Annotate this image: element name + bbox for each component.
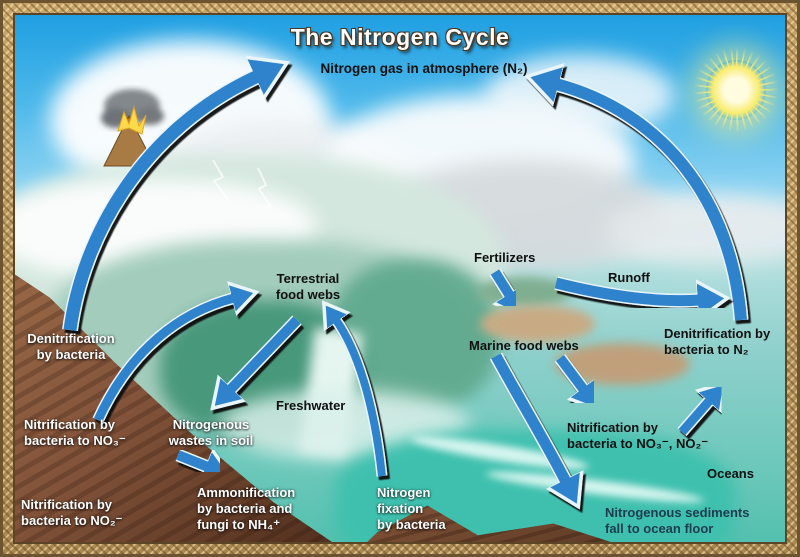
label-marine-food-webs: Marine food webs xyxy=(469,338,579,353)
label-nitrification-nitrite: Nitrification by bacteria to NO₂⁻ xyxy=(21,497,123,528)
label-denitrification-ocean: Denitrification by bacteria to N₂ xyxy=(664,326,771,357)
label-freshwater: Freshwater xyxy=(276,398,346,413)
label-atmosphere: Nitrogen gas in atmosphere (N₂) xyxy=(320,61,528,76)
label-sediments: Nitrogenous sediments fall to ocean floo… xyxy=(605,505,750,536)
label-nitrification-nitrate: Nitrification by bacteria to NO₃⁻ xyxy=(24,417,126,448)
arrow-runoff-to-ocean xyxy=(554,276,731,322)
label-oceans: Oceans xyxy=(707,466,754,481)
arrow-marine-food-webs-to-nitrification xyxy=(554,354,602,413)
arrow-terrestrial-food-webs-to-wastes xyxy=(210,315,302,411)
label-nitrogen-fixation: Nitrogen fixation by bacteria xyxy=(377,485,446,532)
arrow-fertilizers-to-marine-food-webs xyxy=(489,268,526,321)
arrow-denitrification-ocean-to-atmosphere xyxy=(524,63,749,321)
arrow-denitrification-land-to-atmosphere xyxy=(62,55,290,332)
cloud xyxy=(605,195,785,265)
diagram-title: The Nitrogen Cycle xyxy=(290,24,510,50)
arrow-nitrate-to-terrestrial-food-webs xyxy=(92,281,260,423)
arrow-wastes-to-ammonification xyxy=(175,447,235,485)
label-fertilizers: Fertilizers xyxy=(474,250,536,265)
label-ammonification: Ammonification by bacteria and fungi to … xyxy=(197,485,296,532)
arrow-nitrogen-fixation-to-terrestrial-food-webs xyxy=(321,300,388,477)
label-runoff: Runoff xyxy=(608,270,650,285)
lightning-icon xyxy=(212,159,272,208)
sun-icon xyxy=(706,60,766,120)
label-nitrification-ocean: Nitrification by bacteria to NO₃⁻, NO₂⁻ xyxy=(567,420,709,451)
label-denitrification-land: Denitrification by bacteria xyxy=(27,331,115,362)
arrow-marine-food-webs-to-sediments xyxy=(489,352,584,510)
label-nitrogenous-wastes: Nitrogenous wastes in soil xyxy=(168,417,254,448)
eruption-icon xyxy=(117,105,147,135)
arrow-nitrification-to-denitrification-ocean xyxy=(677,380,728,436)
label-terrestrial-food-webs: Terrestrial food webs xyxy=(275,271,341,302)
